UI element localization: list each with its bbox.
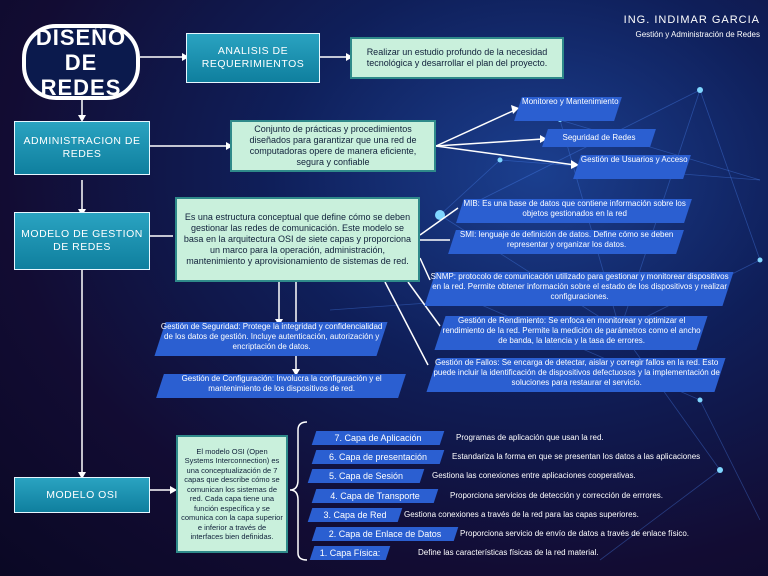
osi-layer-6-desc: Estandariza la forma en que se presentan… [452, 452, 701, 461]
modelo-osi-node: MODELO OSI [14, 477, 150, 513]
admin-item-seguridad: Seguridad de Redes [542, 129, 656, 147]
osi-layer-3: 3. Capa de Red [307, 508, 403, 522]
osi-layer-1-desc: Define las características físicas de la… [418, 548, 599, 557]
modelo-osi-description: El modelo OSI (Open Systems Interconnect… [176, 435, 288, 553]
administracion-description: Conjunto de prácticas y procedimientos d… [230, 120, 436, 172]
author-name: ING. INDIMAR GARCIA [623, 14, 760, 26]
analisis-node: ANALISIS DE REQUERIMIENTOS [186, 33, 320, 83]
osi-layer-2: 2. Capa de Enlace de Datos [311, 527, 459, 541]
gestion-item-mib: MIB: Es una base de datos que contiene i… [456, 199, 692, 223]
osi-layer-5-desc: Gestiona las conexiones entre aplicacion… [432, 471, 636, 480]
analisis-description: Realizar un estudio profundo de la neces… [350, 37, 564, 79]
author-block: ING. INDIMAR GARCIA Gestión y Administra… [540, 14, 760, 39]
modelo-gestion-node: MODELO DE GESTION DE REDES [14, 212, 150, 270]
gestion-item-rendimiento: Gestión de Rendimiento: Se enfoca en mon… [434, 316, 708, 350]
osi-layer-1: 1. Capa Física: [309, 546, 391, 560]
osi-layer-3-desc: Gestiona conexiones a través de la red p… [404, 510, 639, 519]
osi-layer-4-desc: Proporciona servicios de detección y cor… [450, 491, 663, 500]
osi-layer-2-desc: Proporciona servicio de envío de datos a… [460, 529, 690, 538]
osi-layer-7-desc: Programas de aplicación que usan la red. [456, 433, 604, 442]
osi-layer-6: 6. Capa de presentación [311, 450, 445, 464]
osi-layer-7: 7. Capa de Aplicación [311, 431, 445, 445]
gestion-item-snmp: SNMP: protocolo de comunicación utilizad… [424, 272, 734, 306]
gestion-item-configuracion: Gestión de Configuración: Involucra la c… [156, 374, 406, 398]
gestion-item-fallos: Gestión de Fallos: Se encarga de detecta… [426, 358, 726, 392]
osi-layer-4: 4. Capa de Transporte [311, 489, 439, 503]
gestion-item-smi: SMI: lenguaje de definición de datos. De… [448, 230, 684, 254]
administracion-node: ADMINISTRACION DE REDES [14, 121, 150, 175]
modelo-gestion-description: Es una estructura conceptual que define … [175, 197, 420, 282]
osi-layer-5: 5. Capa de Sesión [307, 469, 425, 483]
admin-item-monitoreo: Monitoreo y Mantenimiento [514, 97, 622, 121]
author-subtitle: Gestión y Administración de Redes [635, 30, 760, 39]
page-title: DISEÑO DE REDES [22, 24, 140, 100]
gestion-item-seguridad: Gestión de Seguridad: Protege la integri… [154, 322, 388, 356]
admin-item-usuarios: Gestión de Usuarios y Acceso [573, 155, 691, 179]
